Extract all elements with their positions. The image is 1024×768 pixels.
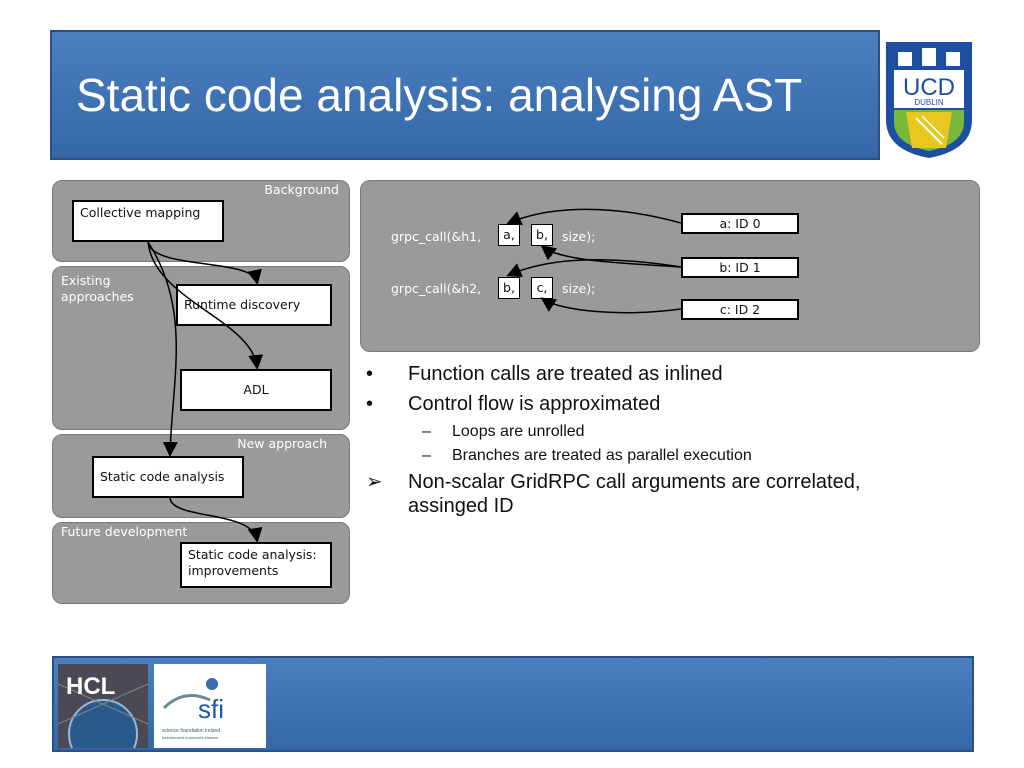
sub-bullet-mark: – bbox=[422, 447, 431, 464]
arrow-id-b-to-line2-b bbox=[506, 258, 682, 278]
id-box-c: c: ID 2 bbox=[681, 299, 799, 320]
box-adl: ADL bbox=[180, 369, 332, 411]
id-box-a: a: ID 0 bbox=[681, 213, 799, 234]
hcl-logo: HCL bbox=[58, 664, 148, 748]
arrow-to-improvements bbox=[169, 497, 263, 543]
sub-bullet-item: – Branches are treated as parallel execu… bbox=[422, 447, 752, 464]
code-line2-suffix: size); bbox=[562, 281, 596, 296]
code-line2-arg-b: b, bbox=[498, 277, 520, 299]
diagram-arrows bbox=[147, 241, 264, 543]
sfi-logo: sfi science foundation ireland fondúirea… bbox=[154, 664, 266, 748]
arrow-bullet-icon: ➢ bbox=[366, 471, 383, 493]
arrow-id-a-to-a bbox=[506, 208, 682, 226]
bullet-mark: • bbox=[366, 393, 374, 415]
sfi-irish-name: fondúireacht eolaíochta éireann bbox=[162, 735, 219, 740]
panel-label-background: Background bbox=[264, 182, 339, 197]
panel-label-future: Future development bbox=[61, 524, 188, 539]
box-improvements: Static code analysis: improvements bbox=[180, 542, 332, 588]
title-bar: Static code analysis: analysing AST bbox=[50, 30, 880, 160]
ucd-dublin-text: DUBLIN bbox=[914, 98, 944, 107]
code-line1-arg-a: a, bbox=[498, 224, 520, 246]
sub-bullet-item: – Loops are unrolled bbox=[422, 423, 585, 440]
bullet-list: • Function calls are treated as inlined … bbox=[366, 362, 966, 524]
slide-title: Static code analysis: analysing AST bbox=[76, 69, 803, 121]
bullet-item: ➢ Non-scalar GridRPC call arguments are … bbox=[366, 471, 861, 517]
arrow-to-static bbox=[147, 241, 178, 457]
approach-diagram: Background Existing approaches New appro… bbox=[52, 180, 352, 604]
bullet-mark: • bbox=[366, 363, 374, 385]
panel-label-existing: Existing approaches bbox=[61, 273, 134, 304]
code-line2-prefix: grpc_call(&h2, bbox=[391, 281, 482, 296]
box-collective-mapping: Collective mapping bbox=[72, 200, 224, 242]
code-line1-prefix: grpc_call(&h1, bbox=[391, 229, 482, 244]
bullet-item: • Control flow is approximated bbox=[366, 393, 661, 415]
sfi-name: science foundation ireland bbox=[162, 728, 221, 734]
code-arrows bbox=[506, 208, 682, 314]
id-box-b: b: ID 1 bbox=[681, 257, 799, 278]
sfi-text: sfi bbox=[198, 694, 224, 724]
hcl-text: HCL bbox=[66, 673, 115, 700]
code-line1-arg-b: b, bbox=[531, 224, 553, 246]
arrow-id-c-to-c bbox=[540, 297, 682, 314]
box-runtime-discovery: Runtime discovery bbox=[176, 284, 332, 326]
sub-bullet-mark: – bbox=[422, 423, 431, 440]
code-example-panel: grpc_call(&h1, a, b, size); grpc_call(&h… bbox=[360, 180, 980, 352]
panel-label-new: New approach bbox=[237, 436, 327, 451]
code-line1-suffix: size); bbox=[562, 229, 596, 244]
ucd-logo: UCD DUBLIN bbox=[886, 42, 972, 158]
arrow-to-adl bbox=[147, 241, 264, 370]
bullet-item: • Function calls are treated as inlined bbox=[366, 363, 723, 385]
arrow-id-b-to-line1-b bbox=[540, 245, 682, 268]
ucd-text: UCD bbox=[903, 74, 955, 101]
box-static-code-analysis: Static code analysis bbox=[92, 456, 244, 498]
